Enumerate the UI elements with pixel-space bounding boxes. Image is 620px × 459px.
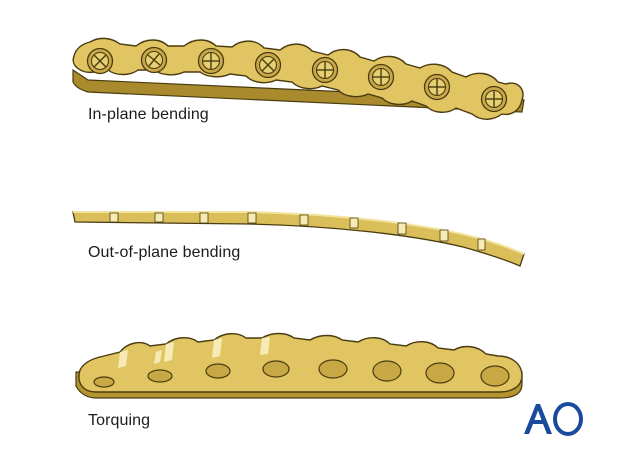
hole-icon — [425, 362, 455, 384]
hole-icon — [147, 369, 173, 383]
cross-hole-icon — [423, 73, 451, 101]
out-of-plane-bending-caption: Out-of-plane bending — [88, 244, 241, 261]
oval-holes — [93, 359, 510, 388]
cross-hole-icon — [197, 47, 225, 75]
torquing-caption: Torquing — [88, 412, 151, 429]
cross-hole-icon — [367, 63, 395, 91]
out-of-plane-plate-top-edge — [73, 211, 525, 255]
cross-hole-icon — [86, 47, 114, 75]
hole-icon — [372, 360, 402, 382]
hole-icon — [93, 376, 115, 388]
out-of-plane-bent-plate — [72, 211, 525, 267]
torqued-plate — [75, 332, 523, 399]
cross-hole-icon — [311, 56, 339, 84]
ao-logo-icon — [524, 402, 583, 436]
torqued-plate-highlights — [118, 337, 270, 368]
hole-icon — [205, 363, 231, 379]
in-plane-bending-caption: In-plane bending — [88, 106, 209, 123]
in-plane-plate-top — [72, 37, 524, 120]
hole-icon — [262, 360, 290, 378]
in-plane-bent-plate — [72, 37, 525, 120]
out-of-plane-segments — [109, 212, 486, 251]
hole-icon — [480, 365, 510, 387]
cross-hole-icon — [480, 85, 508, 113]
cross-hole-icon — [254, 51, 282, 79]
cross-hole-icon — [140, 46, 168, 74]
hole-icon — [318, 359, 348, 379]
torqued-plate-top — [78, 332, 523, 393]
